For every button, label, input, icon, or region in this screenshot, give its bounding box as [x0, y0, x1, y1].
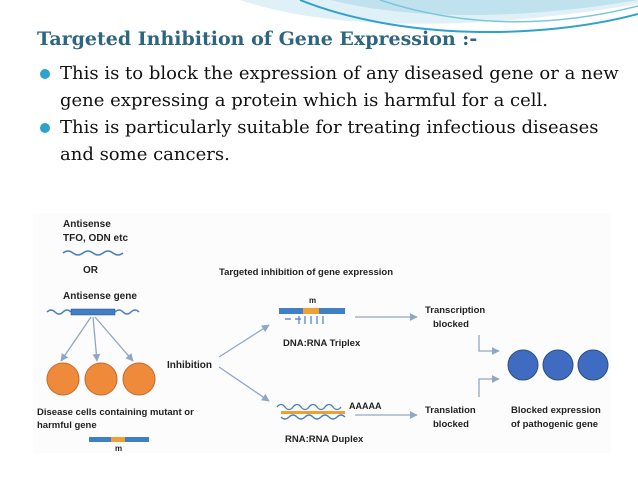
disease-cells-label: Disease cells containing mutant or: [37, 407, 194, 418]
bracket-from-translation: [478, 375, 500, 397]
disease-cell: [122, 362, 156, 396]
targeted-heading: Targeted inhibition of gene expression: [219, 267, 393, 278]
bullet-icon: [40, 123, 50, 133]
harmful-gene-label: harmful gene: [37, 420, 97, 431]
arrow-to-cell-1: [60, 316, 92, 362]
or-label: OR: [83, 265, 99, 276]
bracket-from-transcription: [478, 335, 500, 355]
duplex-rna-bar: [281, 411, 345, 414]
triplex-label: DNA:RNA Triplex: [283, 338, 361, 349]
mutant-m-label: m: [115, 444, 122, 453]
blocked-cell: [577, 349, 609, 381]
disease-cell: [84, 362, 118, 396]
triplex-gene-mark: [303, 308, 319, 314]
gene-inhibition-diagram: Antisense TFO, ODN etc OR Antisense gene…: [33, 213, 611, 453]
blocked-cell: [507, 349, 539, 381]
duplex-label: RNA:RNA Duplex: [285, 434, 364, 445]
bullet-text: This is particularly suitable for treati…: [60, 117, 599, 165]
bullet-item: This is to block the expression of any d…: [40, 60, 620, 114]
duplex-strand-bottom: [280, 414, 346, 420]
triplex-m-label: m: [309, 296, 316, 305]
mutant-gene-mark: [111, 437, 125, 442]
disease-cell: [46, 362, 80, 396]
triplex-strand: [285, 316, 324, 324]
inhibition-label: Inhibition: [167, 360, 212, 371]
transcription-blocked-label: blocked: [433, 319, 469, 330]
antisense-gene-strand-left: [46, 309, 72, 315]
blocked-expression-label: Blocked expression: [511, 405, 601, 416]
tfo-label: TFO, ODN etc: [63, 233, 128, 244]
blocked-cell: [542, 349, 574, 381]
translation-label: Translation: [425, 405, 476, 416]
bullet-list: This is to block the expression of any d…: [40, 60, 620, 168]
arrow-to-cell-3: [94, 316, 134, 362]
polya-label: AAAAA: [349, 401, 382, 411]
transcription-label: Transcription: [425, 305, 485, 316]
header-swoosh-decoration: [240, 0, 638, 33]
bullet-item: This is particularly suitable for treati…: [40, 114, 620, 168]
slide-title: Targeted Inhibition of Gene Expression :…: [37, 28, 478, 50]
antisense-gene-label: Antisense gene: [63, 291, 137, 302]
arrow-to-triplex: [218, 324, 270, 358]
bullet-text: This is to block the expression of any d…: [60, 63, 619, 111]
antisense-strand: [62, 250, 124, 256]
translation-blocked-label: blocked: [433, 419, 469, 430]
arrow-to-duplex: [218, 366, 270, 402]
arrow-to-cell-2: [92, 316, 101, 362]
antisense-gene-bar: [70, 308, 116, 316]
duplex-strand-top: [276, 403, 342, 411]
antisense-label: Antisense: [63, 219, 111, 230]
bullet-icon: [40, 69, 50, 79]
antisense-gene-strand-right: [114, 309, 140, 315]
pathogenic-gene-label: of pathogenic gene: [511, 419, 598, 430]
